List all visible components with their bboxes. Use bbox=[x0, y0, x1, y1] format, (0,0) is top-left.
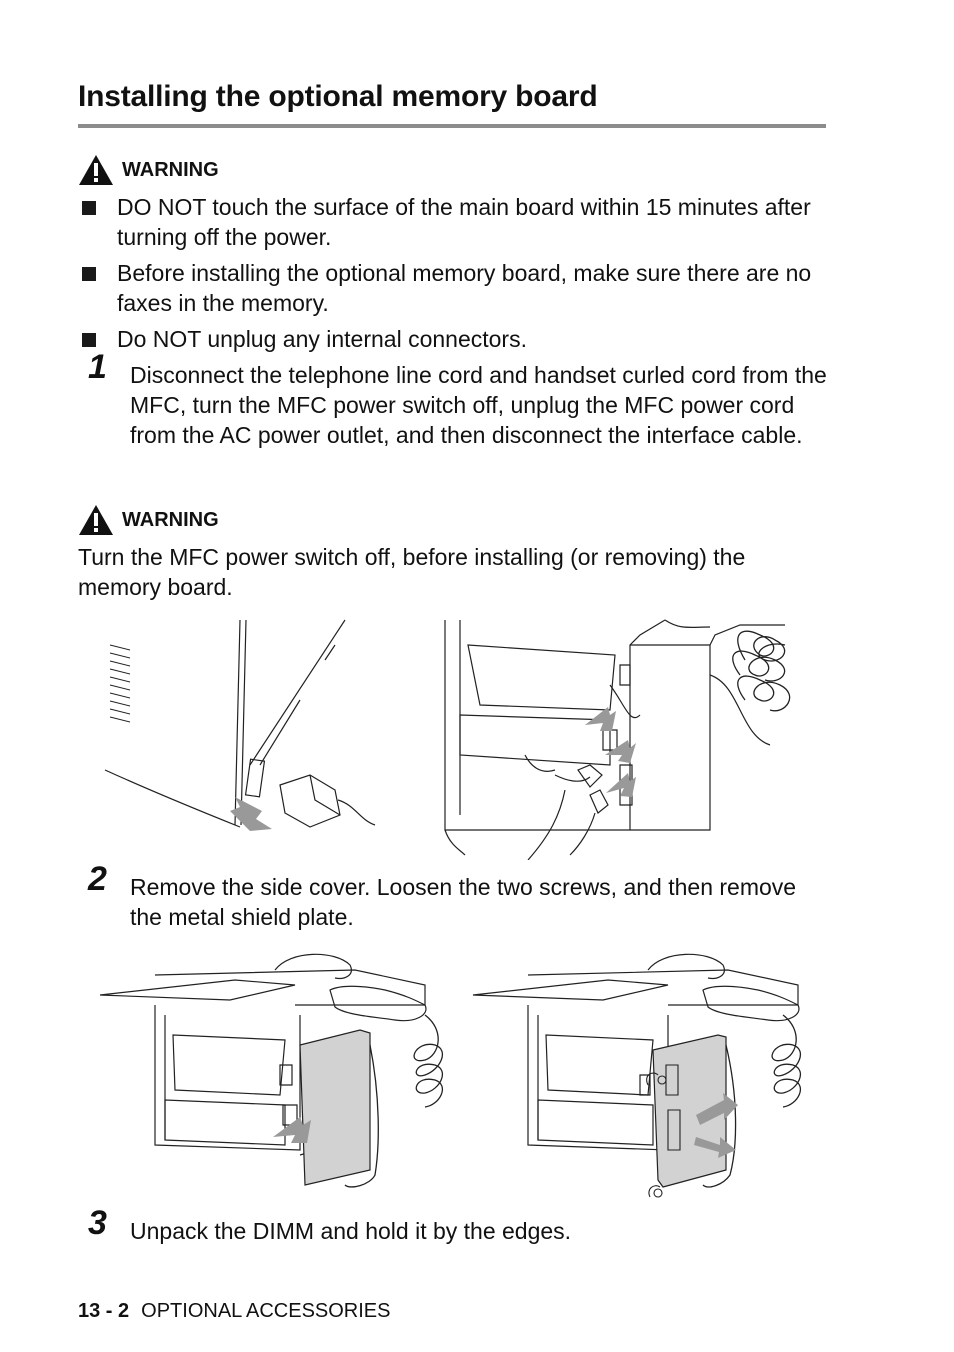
title-rule bbox=[78, 124, 826, 128]
bullet-text: Do NOT unplug any internal connectors. bbox=[117, 326, 527, 352]
pull-arrow-icon bbox=[605, 740, 636, 763]
pull-arrow-icon bbox=[606, 773, 636, 797]
page-title: Installing the optional memory board bbox=[78, 80, 598, 113]
step-text: Unpack the DIMM and hold it by the edges… bbox=[130, 1218, 572, 1244]
pull-arrow-icon bbox=[585, 707, 616, 731]
pull-arrow-icon bbox=[696, 1093, 738, 1125]
warning-label: WARNING bbox=[122, 508, 219, 531]
warning-icon bbox=[79, 505, 113, 535]
bullet-text: DO NOT touch the surface of the main boa… bbox=[117, 194, 811, 250]
pull-arrow-icon bbox=[273, 1117, 311, 1143]
warning-header: WARNING bbox=[78, 504, 219, 536]
page-footer: 13 - 2 OPTIONAL ACCESSORIES bbox=[78, 1300, 390, 1323]
step-text: Disconnect the telephone line cord and h… bbox=[130, 362, 827, 448]
pull-arrow-icon bbox=[694, 1137, 736, 1158]
unplug-power-cord-illustration bbox=[100, 615, 390, 831]
warning-text: Turn the MFC power switch off, before in… bbox=[78, 544, 746, 600]
pull-arrow-icon bbox=[230, 797, 272, 831]
disconnect-cables-illustration bbox=[440, 615, 810, 860]
bullet-square-icon bbox=[82, 333, 96, 347]
remove-side-cover-illustration bbox=[95, 945, 455, 1195]
step-number: 1 bbox=[88, 348, 107, 386]
side-cover bbox=[300, 1030, 370, 1185]
bullet-square-icon bbox=[82, 267, 96, 281]
warning-header: WARNING bbox=[78, 154, 219, 186]
bullet-square-icon bbox=[82, 201, 96, 215]
warning-label: WARNING bbox=[122, 158, 219, 181]
step-text: Remove the side cover. Loosen the two sc… bbox=[130, 874, 797, 930]
remove-shield-plate-illustration bbox=[468, 945, 818, 1210]
step-number: 2 bbox=[88, 860, 107, 898]
step-number: 3 bbox=[88, 1204, 107, 1242]
page-number: 13 - 2 bbox=[78, 1300, 130, 1322]
section-name: OPTIONAL ACCESSORIES bbox=[141, 1300, 391, 1322]
bullet-text: Before installing the optional memory bo… bbox=[117, 260, 812, 316]
shield-plate bbox=[653, 1035, 726, 1187]
warning-icon bbox=[79, 155, 113, 185]
